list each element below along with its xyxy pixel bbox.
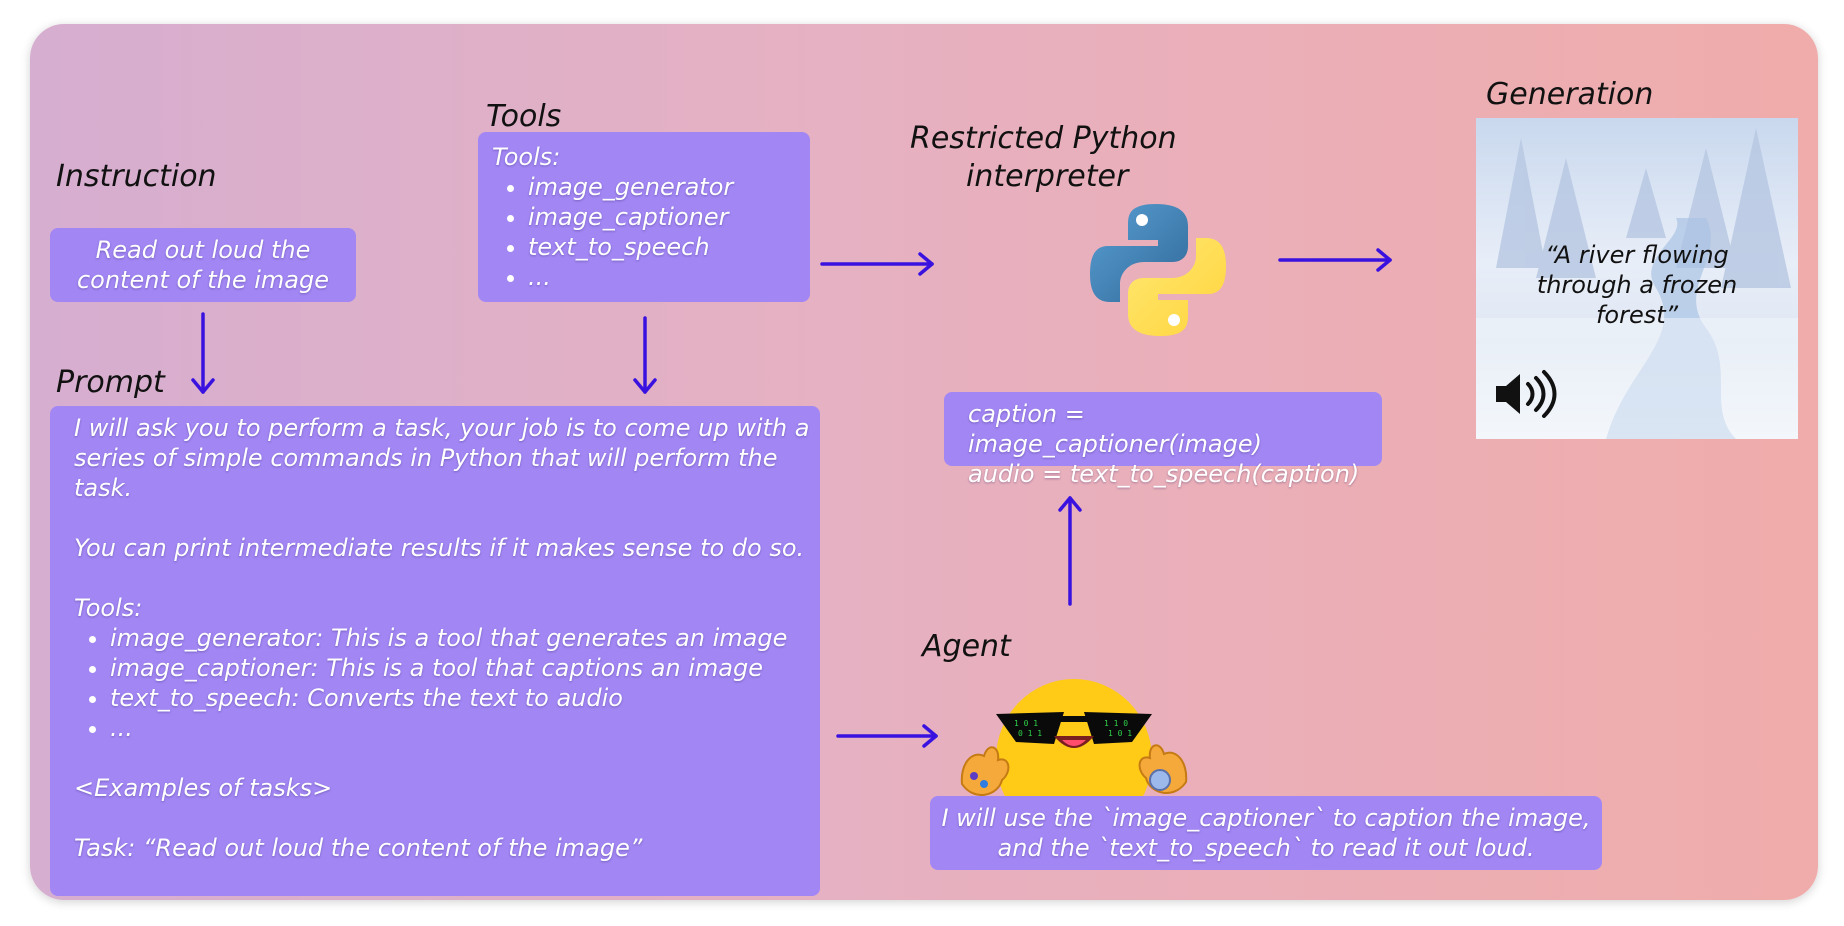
tools-list-item: ... <box>528 262 810 292</box>
flow-arrows <box>191 248 1392 748</box>
quote-line-3: forest” <box>1595 301 1679 329</box>
tools-list-item: image_generator <box>528 172 810 202</box>
arrow-prompt-to-agent <box>836 724 938 748</box>
arrow-tools-to-prompt <box>633 316 657 394</box>
generation-image: “A river flowing through a frozen forest… <box>1476 118 1798 439</box>
arrow-instruction-to-prompt <box>191 312 215 394</box>
arrow-interpreter-to-generation <box>1278 248 1392 272</box>
agent-line-2: and the `text_to_speech` to read it out … <box>997 834 1535 862</box>
prompt-paragraph-line: series of simple commands in Python that… <box>74 444 778 472</box>
tools-title: Tools <box>486 99 562 134</box>
tools-list-item: text_to_speech <box>528 232 810 262</box>
prompt-paragraph-line: task. <box>74 474 133 502</box>
agent-mascot-icon: 1 0 10 1 1 1 1 01 0 1 <box>960 679 1188 814</box>
prompt-title: Prompt <box>56 365 165 400</box>
prompt-task: Task: “Read out loud the content of the … <box>74 834 643 862</box>
agent-line-1: I will use the `image_captioner` to capt… <box>941 804 1591 832</box>
diagram-card: Instruction Tools Restricted Python inte… <box>30 24 1818 900</box>
prompt-tools-item: image_generator: This is a tool that gen… <box>110 623 820 653</box>
svg-text:1 1 0: 1 1 0 <box>1104 719 1128 728</box>
code-line-2: audio = text_to_speech(caption) <box>968 460 1360 488</box>
frozen-forest-illustration <box>1476 128 1798 439</box>
quote-line-2: through a frozen <box>1536 271 1738 299</box>
generation-title: Generation <box>1486 77 1654 112</box>
tools-list-item: image_captioner <box>528 202 810 232</box>
prompt-tools-item: image_captioner: This is a tool that cap… <box>110 653 820 683</box>
code-line-1: caption = image_captioner(image) <box>968 400 1262 458</box>
prompt-paragraph-line: I will ask you to perform a task, your j… <box>74 414 810 442</box>
generation-quote: “A river flowing through a frozen forest… <box>1476 240 1798 330</box>
interpreter-title-line1: Restricted Python <box>910 121 1177 156</box>
tools-heading: Tools: <box>492 143 561 171</box>
instruction-line-1: Read out loud the <box>95 236 311 264</box>
agent-box: I will use the `image_captioner` to capt… <box>930 796 1602 870</box>
prompt-tools-item: text_to_speech: Converts the text to aud… <box>110 683 820 713</box>
prompt-box: I will ask you to perform a task, your j… <box>50 406 820 896</box>
instruction-title: Instruction <box>56 159 217 194</box>
tools-box: Tools: image_generator image_captioner t… <box>478 132 810 302</box>
interpreter-title-line2: interpreter <box>966 159 1129 194</box>
code-box: caption = image_captioner(image) audio =… <box>944 392 1382 488</box>
svg-text:0 1 1: 0 1 1 <box>1018 729 1042 738</box>
svg-text:1 0 1: 1 0 1 <box>1108 729 1132 738</box>
quote-line-1: “A river flowing <box>1545 241 1729 269</box>
arrow-tools-to-interpreter <box>820 252 934 276</box>
agent-title: Agent <box>922 629 1011 664</box>
tools-list: image_generator image_captioner text_to_… <box>492 172 810 292</box>
prompt-examples: <Examples of tasks> <box>74 774 333 802</box>
arrow-agent-to-code <box>1058 496 1082 606</box>
instruction-line-2: content of the image <box>76 266 330 294</box>
python-logo-icon <box>1090 204 1226 336</box>
instruction-box: Read out loud the content of the image <box>50 228 356 302</box>
prompt-tools-heading: Tools: <box>74 594 143 622</box>
prompt-paragraph: You can print intermediate results if it… <box>74 534 805 562</box>
prompt-tools-list: image_generator: This is a tool that gen… <box>74 623 820 743</box>
prompt-tools-item: ... <box>110 713 820 743</box>
svg-text:1 0 1: 1 0 1 <box>1014 719 1038 728</box>
speaker-volume-icon <box>1496 370 1557 418</box>
